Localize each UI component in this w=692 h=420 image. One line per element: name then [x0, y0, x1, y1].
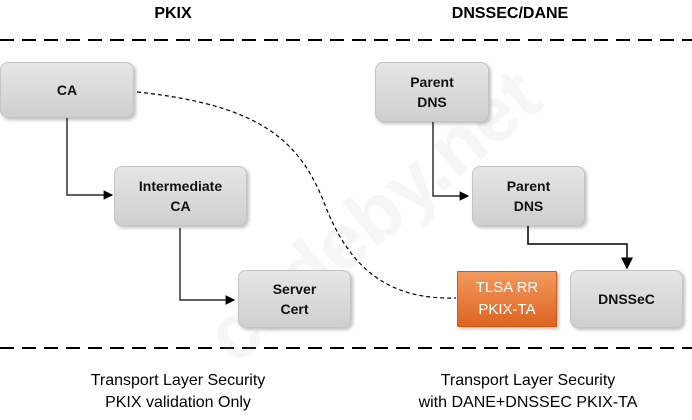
ca-to-intermediate-arrow — [66, 118, 114, 200]
pkix-heading: PKIX — [154, 5, 192, 22]
parent-dns-top-box: Parent DNS — [375, 62, 489, 122]
server-cert-box: Server Cert — [238, 270, 351, 328]
bottom-dashed-divider — [0, 347, 692, 349]
parent-dns-to-dnssec-arrow — [527, 226, 633, 270]
intermediate-to-server-arrow — [179, 228, 236, 305]
pkix-caption: Transport Layer Security PKIX validation… — [90, 372, 266, 411]
parent-dns-mid-box: Parent DNS — [472, 166, 585, 226]
ca-box: CA — [0, 62, 134, 118]
dane-caption: Transport Layer Security with DANE+DNSSE… — [418, 372, 638, 411]
tlsa-rr-box: TLSA RR PKIX-TA — [457, 271, 557, 327]
intermediate-ca-box: Intermediate CA — [114, 166, 247, 226]
top-dashed-divider — [0, 39, 692, 41]
parent-dns-to-parent-dns-arrow — [432, 122, 470, 201]
dnssec-box: DNSSeC — [570, 270, 683, 328]
ca-to-tlsa-dashed-curve — [136, 91, 457, 299]
dnssec-dane-heading: DNSSEC/DANE — [451, 5, 569, 22]
